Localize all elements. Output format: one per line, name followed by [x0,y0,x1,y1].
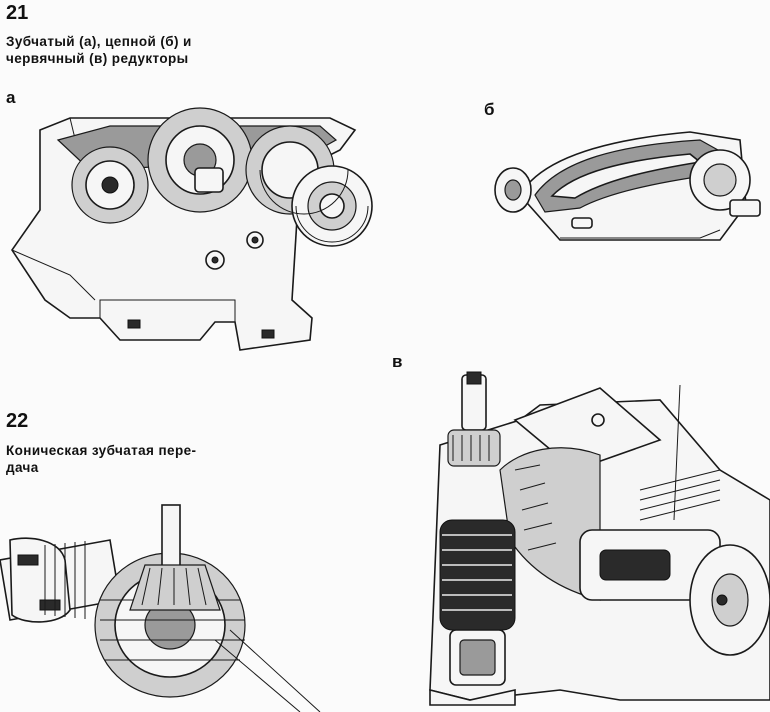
figure-21-label-a: а [6,88,16,107]
figure-22-number: 22 [6,410,29,432]
figure-21-caption-line1: Зубчатый (а), цепной (б) и [6,34,192,49]
figure-21-label-b: б [484,100,495,119]
chain-reducer-illustration [494,131,761,241]
bevel-gear-illustration [0,504,321,712]
figure-21-caption-line2: червячный (в) редукторы [6,51,189,66]
figure-22-caption-line1: Коническая зубчатая пере- [6,443,197,458]
figure-21-number: 21 [6,2,29,24]
figure-22-caption-line2: дача [6,460,39,475]
worm-reducer-illustration [429,371,770,706]
gear-reducer-illustration [11,107,373,351]
figure-21-label-v: в [392,352,403,371]
